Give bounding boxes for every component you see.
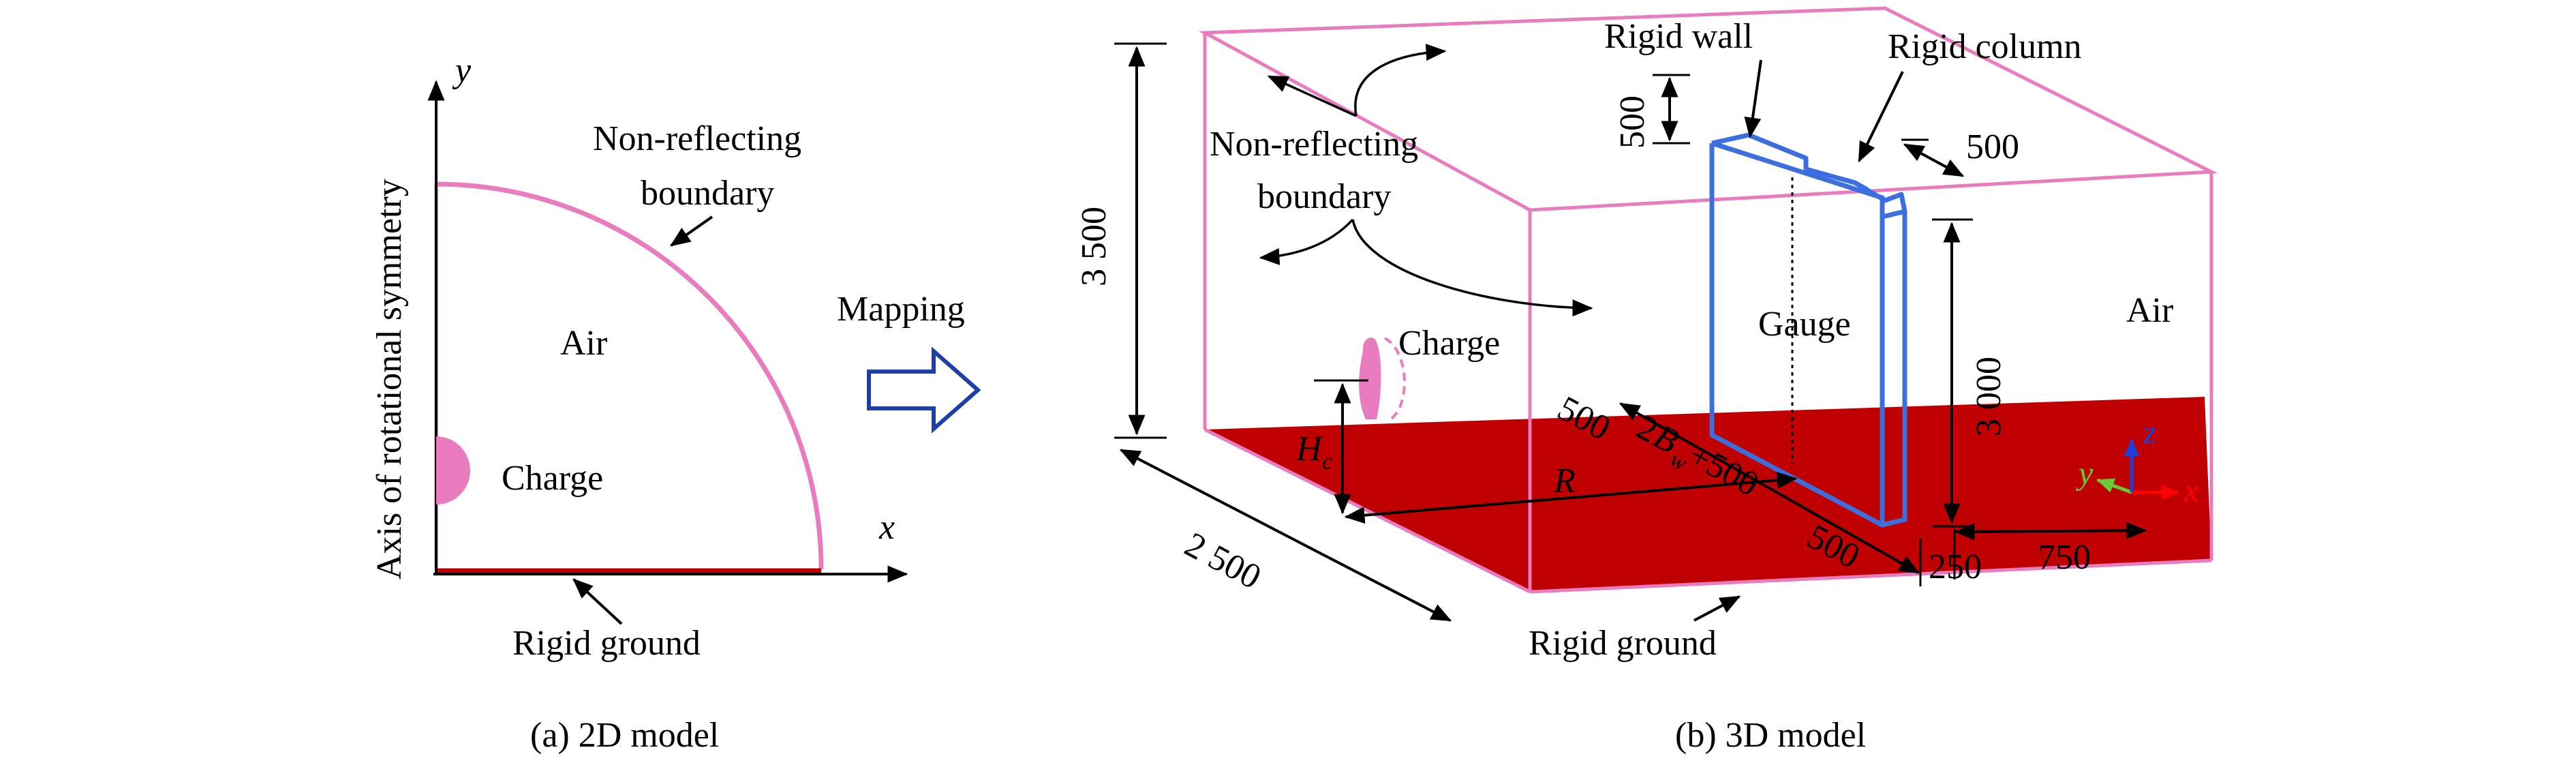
dim-wall-height: 3 000 (1932, 218, 2008, 528)
charge-shape (1359, 338, 1381, 419)
boundary-label-3d-line-1: Non-reflecting (1210, 125, 1418, 164)
svg-text:3 000: 3 000 (1969, 357, 2008, 436)
air-label-3d: Air (2126, 291, 2173, 330)
svg-text:c: c (1322, 449, 1332, 475)
gauge-label: Gauge (1758, 305, 1851, 344)
ground-pointer-arrow (572, 578, 623, 625)
mapping-arrow-group: Mapping (837, 290, 981, 434)
boundary-pointer-lower (1259, 218, 1354, 265)
triad-y-label: y (2075, 455, 2094, 492)
boundary-pointer-upper (1354, 44, 1447, 117)
non-reflecting-boundary-arc (435, 181, 824, 570)
mapping-arrow (867, 346, 981, 434)
rigid-wall-pointer (1744, 59, 1762, 138)
mapping-label: Mapping (837, 290, 965, 329)
panel-b-3d-model: Rigid wall Rigid column Non-reflecting b… (1075, 6, 2218, 755)
ground-pointer-3d (1693, 595, 1741, 622)
charge-half-disc (436, 436, 470, 505)
charge-dashed-outline (1383, 337, 1406, 421)
svg-text:2 500: 2 500 (1178, 525, 1267, 597)
air-label: Air (560, 324, 607, 363)
svg-text:500: 500 (1966, 127, 2019, 166)
boundary-pointer-arrow (669, 215, 714, 247)
dim-column-width: 500 (1901, 127, 2019, 177)
triad-z-label: z (2143, 415, 2156, 451)
svg-text:H: H (1295, 430, 1323, 468)
caption-a: (a) 2D model (530, 716, 719, 755)
charge-label-3d: Charge (1398, 324, 1500, 363)
caption-b: (b) 3D model (1675, 716, 1866, 755)
dim-250-750: 250 750 (1919, 522, 2147, 586)
charge-label: Charge (502, 459, 603, 498)
x-axis-label: x (878, 508, 895, 547)
rigid-column-pointer (1858, 71, 1904, 163)
boundary-label-line-2: boundary (641, 174, 774, 213)
axis-triad: x y z (2075, 415, 2198, 509)
y-axis-label: y (452, 51, 472, 90)
panel-a-2d-model: y x Axis of rotational symmetry Non-refl… (370, 51, 908, 755)
symmetry-axis-label: Axis of rotational symmetry (370, 179, 409, 580)
svg-text:250: 250 (1929, 548, 1982, 586)
dim-height-total: 3 500 (1075, 42, 1167, 439)
svg-text:R: R (1553, 462, 1576, 500)
rigid-column-label: Rigid column (1888, 27, 2082, 66)
boundary-pointer-lower-right (1351, 219, 1593, 317)
boundary-pointer-upper-left (1267, 75, 1357, 117)
svg-text:750: 750 (2038, 538, 2091, 577)
dim-charge-height: H c (1295, 379, 1368, 515)
svg-text:3 500: 3 500 (1075, 207, 1114, 286)
triad-x-label: x (2183, 472, 2198, 509)
ground-label-3d: Rigid ground (1529, 624, 1717, 663)
boundary-label-3d-line-2: boundary (1257, 177, 1391, 216)
boundary-label-line-1: Non-reflecting (593, 119, 801, 158)
ground-label: Rigid ground (512, 624, 701, 663)
triad-y-arrow (2096, 478, 2132, 494)
rigid-wall-label: Rigid wall (1604, 17, 1753, 56)
dim-wall-top: 500 (1613, 74, 1690, 149)
svg-text:500: 500 (1613, 95, 1652, 149)
